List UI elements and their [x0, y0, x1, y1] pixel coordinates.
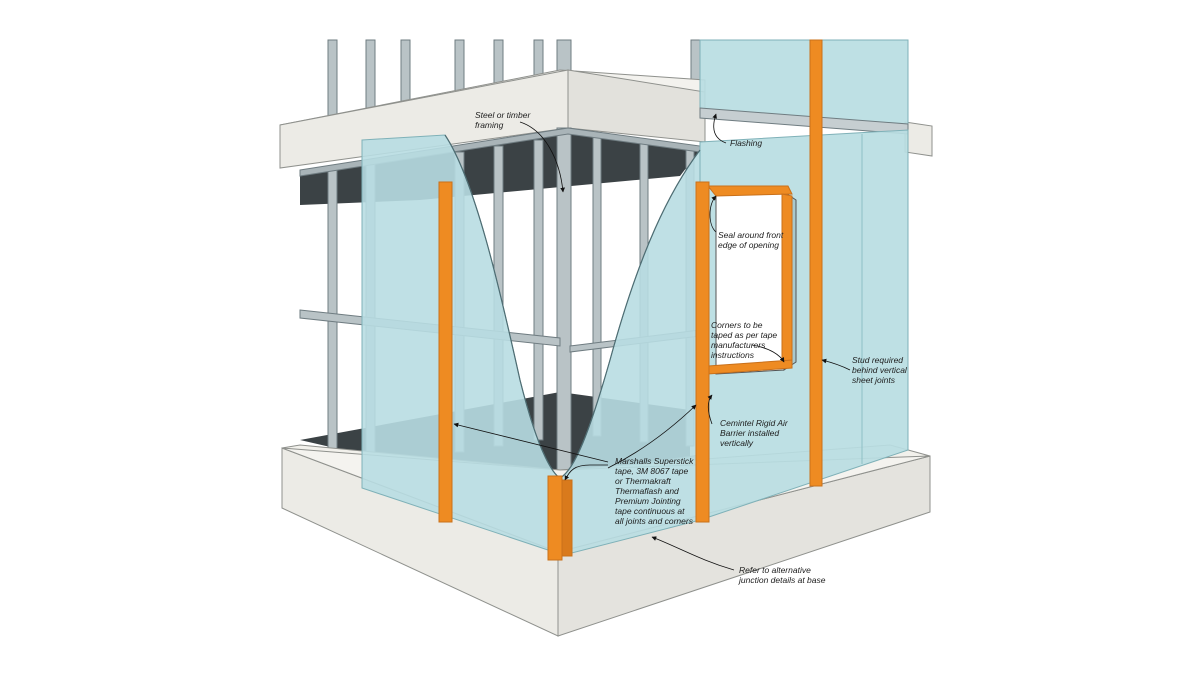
label-tape: Marshalls Superstick tape, 3M 8067 tape …	[615, 456, 694, 526]
label-stud: Stud required behind vertical sheet join…	[852, 355, 907, 385]
stud	[327, 167, 338, 451]
leader-stud	[821, 358, 851, 371]
tape-strip	[809, 39, 823, 487]
label-seal: Seal around front edge of opening	[718, 230, 784, 250]
leader-flashing	[712, 113, 727, 144]
label-barrier: Cemintel Rigid Air Barrier installed ver…	[720, 418, 788, 448]
upper-slab-right-face	[904, 121, 933, 157]
leader-barrier	[707, 394, 713, 425]
left-barrier-panel	[361, 134, 561, 555]
opening-tape-top	[706, 185, 793, 197]
leader-tape-mid	[564, 464, 608, 481]
leader-tape-right	[607, 404, 697, 469]
peel-curve-right	[559, 149, 701, 479]
label-framing: Steel or timber framing	[475, 110, 531, 130]
corner-stud	[556, 127, 572, 479]
upper-right-barrier	[699, 39, 909, 135]
label-base: Refer to alternative junction details at…	[739, 565, 826, 585]
tape-strip	[695, 181, 710, 523]
tape-strips	[438, 39, 823, 561]
tape-strip	[438, 181, 453, 523]
leader-lines	[453, 113, 851, 571]
opening-tape-side	[781, 193, 793, 367]
window-opening	[706, 185, 797, 375]
leader-corners	[751, 344, 785, 363]
stud	[592, 135, 602, 437]
leader-base	[651, 536, 735, 571]
leader-framing	[519, 121, 565, 193]
leader-tape-left	[453, 422, 609, 463]
tape-strip	[561, 479, 573, 557]
label-corners: Corners to be taped as per tape manufact…	[711, 320, 778, 360]
leader-seal	[709, 195, 717, 233]
peel-curve-left	[444, 134, 561, 479]
tape-strip	[547, 475, 563, 561]
stud	[533, 139, 544, 441]
label-flashing: Flashing	[730, 138, 763, 148]
